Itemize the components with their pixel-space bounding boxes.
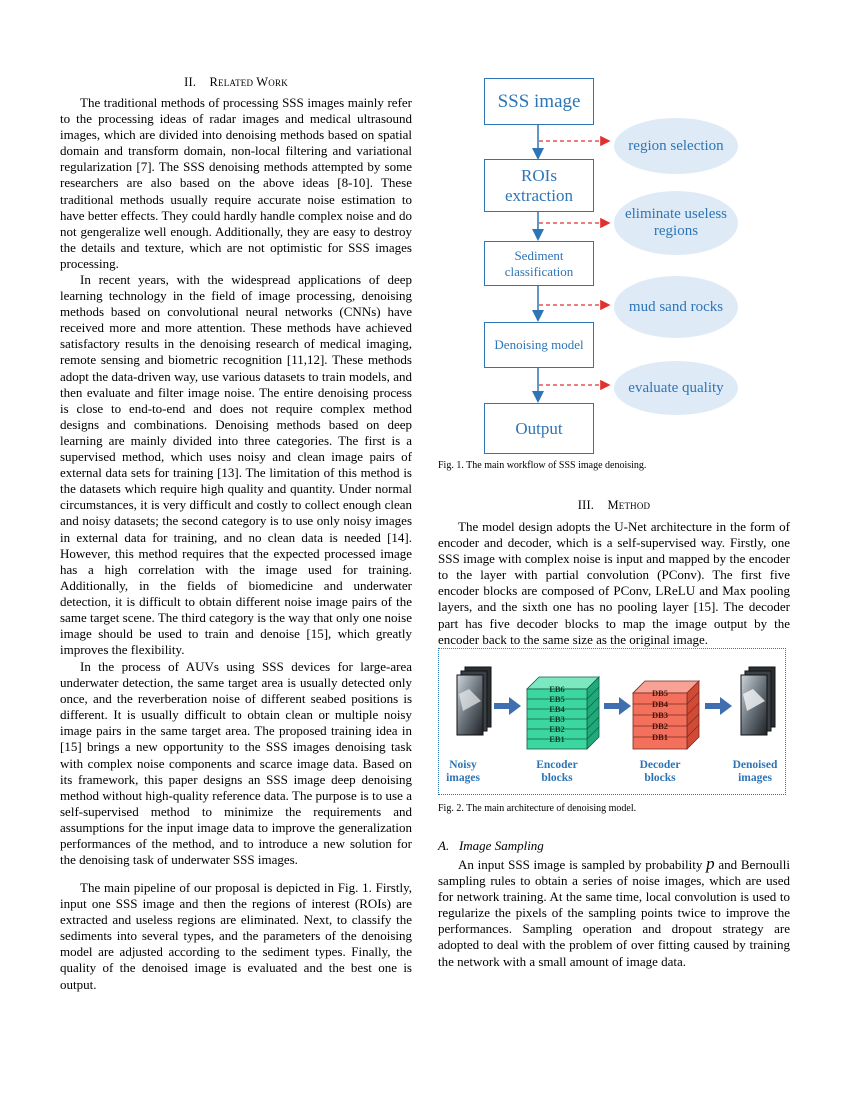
section-title: Method: [607, 498, 651, 512]
decoder-layer-label: DB3: [651, 710, 669, 720]
paragraph-image-sampling: An input SSS image is sampled by probabi…: [438, 854, 790, 970]
encoder-layer-label: EB6: [549, 684, 565, 694]
figure-2-caption: Fig. 2. The main architecture of denoisi…: [438, 803, 637, 814]
subsection-heading: A. Image Sampling: [438, 838, 544, 854]
paragraph: In recent years, with the widespread app…: [60, 272, 412, 658]
probability-symbol: p: [706, 854, 715, 873]
denoised-image-icon: [740, 666, 776, 736]
figure-2-architecture: EB6 EB5 EB4 EB3 EB2 EB1 DB5 DB4 DB3 DB2 …: [438, 648, 786, 795]
decoder-layer-labels: DB5 DB4 DB3 DB2 DB1: [633, 688, 687, 743]
decoder-layer-label: DB1: [651, 732, 669, 742]
encoder-layer-label: EB1: [549, 734, 565, 744]
encoder-layer-labels: EB6 EB5 EB4 EB3 EB2 EB1: [527, 684, 587, 744]
encoder-stack: [526, 676, 600, 750]
paragraph: The main pipeline of our proposal is dep…: [60, 880, 412, 992]
ellipse-evaluate-quality: evaluate quality: [614, 361, 738, 415]
figure-1-workflow: SSS image ROIs extraction Sediment class…: [480, 78, 742, 458]
noisy-image-icon: [456, 666, 492, 736]
paragraph-text: and Bernoulli sampling rules to obtain a…: [438, 857, 790, 969]
encoder-layer-label: EB3: [549, 714, 565, 724]
arrow-to-encoder: [494, 697, 521, 715]
arrow-to-decoder: [604, 697, 631, 715]
figure-1-caption: Fig. 1. The main workflow of SSS image d…: [438, 460, 647, 471]
workflow-arrows: [532, 125, 611, 403]
paragraph: The traditional methods of processing SS…: [60, 95, 412, 271]
label-noisy-images: Noisy images: [446, 759, 480, 784]
ellipse-eliminate-useless-regions: eliminate useless regions: [614, 191, 738, 255]
flow-box-rois-extraction: ROIs extraction: [484, 159, 594, 212]
paragraph: In the process of AUVs using SSS devices…: [60, 659, 412, 868]
subsection-title: Image Sampling: [458, 838, 544, 853]
decoder-layer-label: DB2: [651, 721, 669, 731]
arrow-to-output: [705, 697, 732, 715]
flow-box-denoising-model: Denoising model: [484, 322, 594, 368]
encoder-layer-label: EB5: [549, 694, 565, 704]
section-numeral: II.: [184, 75, 197, 89]
section-numeral: III.: [577, 498, 595, 512]
label-encoder-blocks: Encoder blocks: [536, 759, 578, 784]
label-decoder-blocks: Decoder blocks: [639, 759, 681, 784]
encoder-layer-label: EB2: [549, 724, 565, 734]
subsection-letter: A.: [438, 838, 450, 853]
paragraph-text: An input SSS image is sampled by probabi…: [458, 857, 707, 872]
ellipse-region-selection: region selection: [614, 118, 738, 174]
decoder-layer-label: DB4: [651, 699, 669, 709]
section-title: Related Work: [209, 75, 288, 89]
decoder-layer-label: DB5: [651, 688, 669, 698]
section-heading-related-work: II. Related Work: [60, 75, 412, 90]
flow-box-output: Output: [484, 403, 594, 454]
flow-box-sediment-classification: Sediment classification: [484, 241, 594, 286]
paragraph-method: The model design adopts the U-Net archit…: [438, 519, 790, 647]
section-heading-method: III. Method: [438, 498, 790, 513]
encoder-layer-label: EB4: [549, 704, 565, 714]
ellipse-mud-sand-rocks: mud sand rocks: [614, 276, 738, 338]
decoder-stack: [632, 680, 700, 750]
label-denoised-images: Denoised images: [732, 759, 778, 784]
flow-box-sss-image: SSS image: [484, 78, 594, 125]
architecture-diagram: [456, 666, 776, 750]
